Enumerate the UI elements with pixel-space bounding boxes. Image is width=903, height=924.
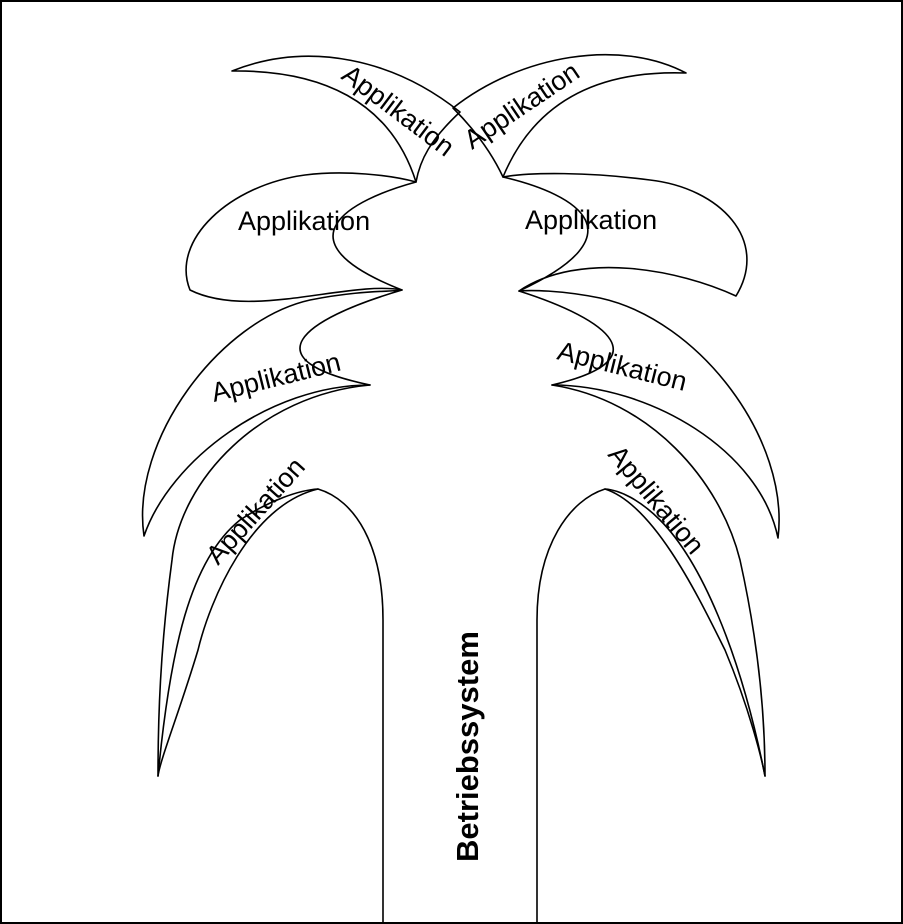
leaf-label-lower-left: Applikation: [200, 452, 311, 570]
leaf-label-middle-right: Applikation: [555, 336, 690, 397]
leaf-label-lower-right: Applikation: [602, 440, 710, 560]
trunk-label: Betriebssystem: [450, 631, 485, 862]
leaf-label-upper-left: Applikation: [238, 206, 370, 236]
leaf-lower-right: [552, 385, 765, 776]
leaf-label-top-right: Applikation: [459, 56, 585, 155]
leaf-label-upper-right: Applikation: [525, 205, 657, 235]
leaf-lower-left: [158, 385, 370, 776]
leaf-label-middle-left: Applikation: [208, 347, 343, 408]
trunk-left-outline: [158, 489, 383, 924]
trunk-right-outline: [537, 489, 765, 924]
leaf-upper-left: [186, 173, 416, 301]
